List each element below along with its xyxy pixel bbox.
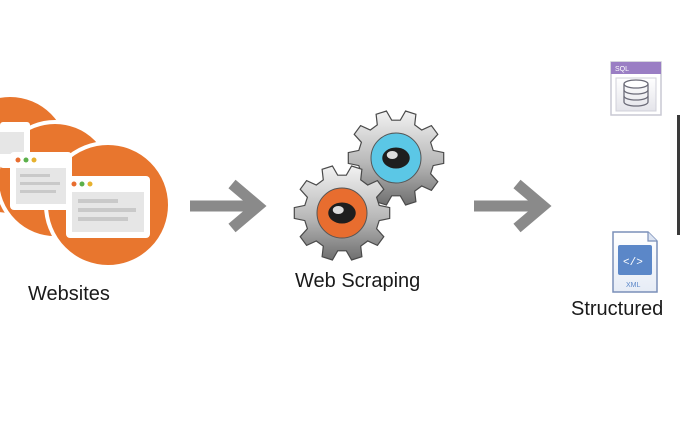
- xml-file-icon: </> XML: [612, 231, 658, 293]
- flow-arrow-1: [190, 179, 267, 233]
- cropped-divider-line: [677, 115, 680, 235]
- browser-window-icon: [10, 152, 72, 210]
- gear-highlight: [332, 206, 344, 214]
- svg-text:XML: XML: [626, 282, 641, 289]
- gear-highlight: [386, 151, 398, 159]
- websites-icon: [0, 97, 172, 269]
- svg-text:</>: </>: [623, 257, 643, 269]
- sql-database-icon: SQL: [610, 61, 662, 116]
- structured-label: Structured: [571, 298, 664, 320]
- websites-label: Websites: [28, 283, 110, 305]
- gear-hole: [328, 202, 356, 224]
- web-scraping-label: Web Scraping: [295, 270, 421, 292]
- gear-orange-icon: [293, 165, 391, 261]
- gears-icon: [293, 110, 445, 261]
- browser-window-icon: [66, 176, 150, 238]
- svg-text:SQL: SQL: [615, 66, 629, 73]
- gear-hole: [382, 147, 410, 169]
- gear-blue-icon: [347, 110, 445, 206]
- flow-arrow-2: [474, 179, 552, 233]
